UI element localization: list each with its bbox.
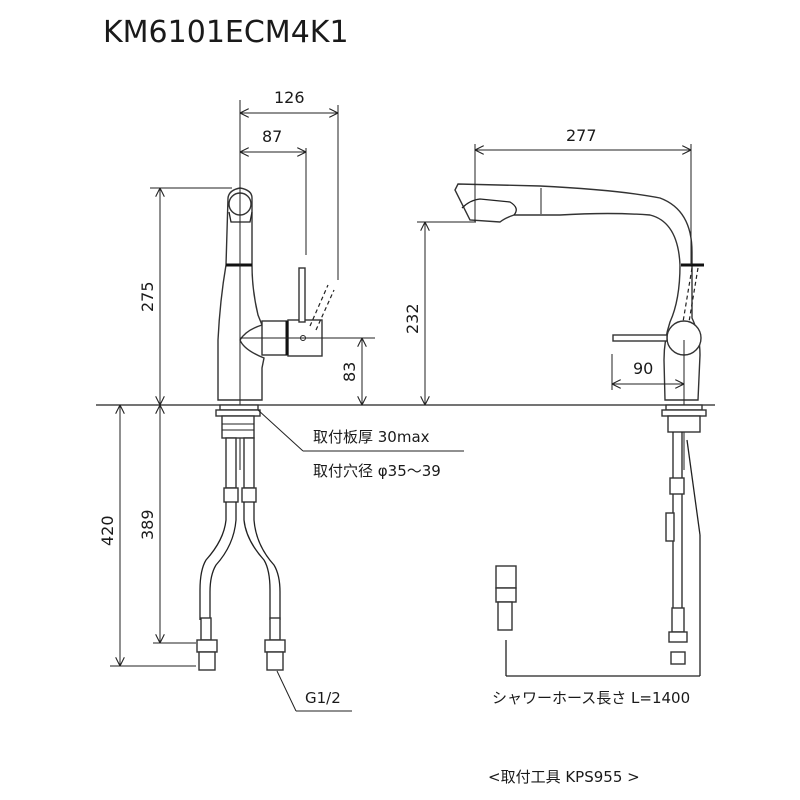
side-view-dimensions: 277 232 90	[403, 126, 692, 405]
dim-277: 277	[566, 126, 597, 145]
dim-87: 87	[262, 127, 282, 146]
dim-275: 275	[138, 281, 157, 312]
model-title: KM6101ECM4K1	[103, 15, 349, 50]
shower-hose-note: シャワーホース長さ L=1400	[492, 689, 690, 707]
mount-notes: 取付板厚 30max 取付穴径 φ35～39 G1/2	[257, 409, 464, 712]
dim-389: 389	[138, 509, 157, 540]
side-view-faucet	[454, 183, 707, 677]
dim-420: 420	[98, 515, 117, 546]
dim-126: 126	[274, 88, 305, 107]
thread-note: G1/2	[305, 689, 341, 707]
front-view-faucet	[196, 100, 335, 671]
mount-thickness-note: 取付板厚 30max	[313, 428, 430, 446]
tool-note: <取付工具 KPS955 >	[488, 768, 640, 786]
front-view-dimensions: 126 87 275 83 420 389	[98, 88, 375, 667]
dim-83: 83	[340, 362, 359, 382]
dim-90: 90	[633, 359, 653, 378]
mount-hole-note: 取付穴径 φ35～39	[313, 462, 441, 480]
dim-232: 232	[403, 303, 422, 334]
